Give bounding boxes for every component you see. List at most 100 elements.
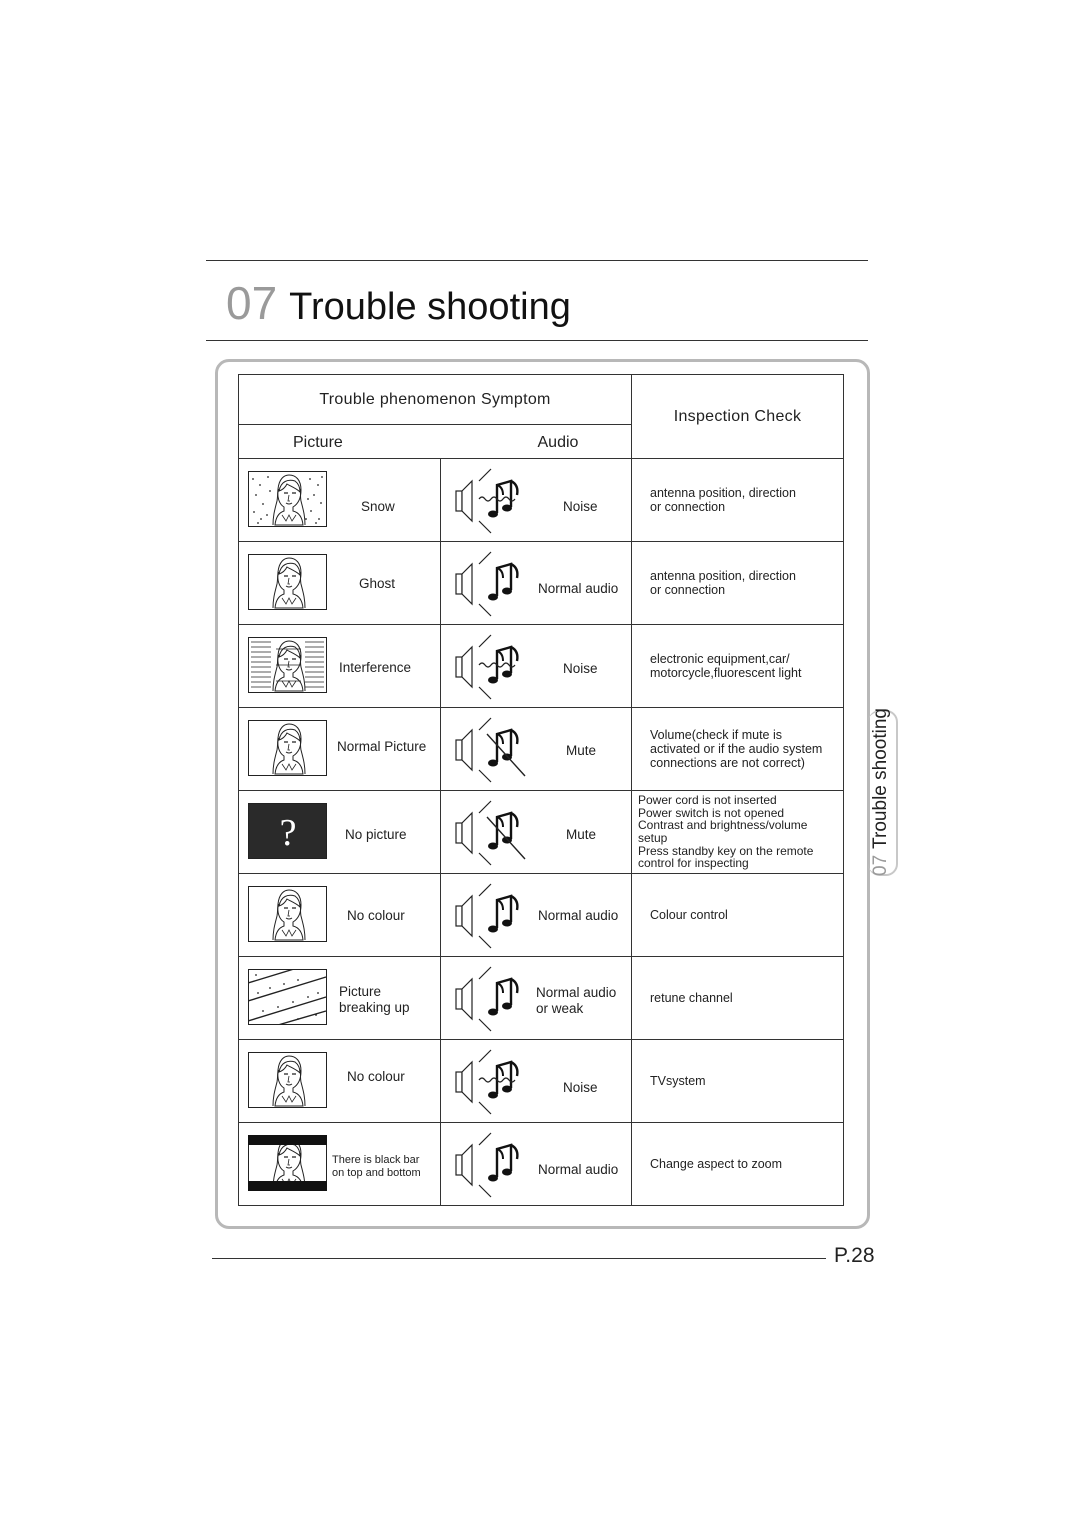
inspection-cell: TVsystem (631, 1039, 844, 1123)
audio-cell: Noise (440, 1039, 632, 1123)
table-row: Snow Noise antenna position, direction o… (238, 458, 844, 542)
audio-header: Audio (537, 434, 579, 451)
table-row: Picture breaking up Normal audio or weak… (238, 956, 844, 1040)
inspection-text: Colour control (650, 908, 728, 922)
inspection-text: electronic equipment,car/ motorcycle,flu… (650, 652, 802, 680)
speaker-mute-icon (455, 717, 526, 783)
no-picture-screen-icon: ? (248, 803, 327, 859)
symptom-header: Trouble phenomenon Symptom (238, 374, 632, 425)
audio-symptom: Normal audio (538, 908, 619, 923)
table-row: ? No picture Mute Power cord is not inse… (238, 790, 844, 874)
inspection-text: TVsystem (650, 1074, 706, 1088)
table-row: Ghost Normal audio antenna position, dir… (238, 541, 844, 625)
picture-cell: Normal Picture (238, 707, 441, 791)
picture-symptom: No colour (347, 1069, 405, 1084)
inspection-text: Power cord is not inserted Power switch … (638, 792, 814, 871)
inspection-text: antenna position, direction or connectio… (650, 569, 796, 597)
normal-screen-icon (248, 886, 327, 942)
audio-symptom: Mute (566, 743, 597, 758)
picture-cell: Picture breaking up (238, 956, 441, 1040)
speaker-mute-icon (455, 800, 526, 866)
picture-symptom-text: There is black bar on top and bottom (332, 1154, 421, 1179)
picture-header: Picture (293, 434, 343, 451)
inspection-cell: electronic equipment,car/ motorcycle,flu… (631, 624, 844, 708)
speaker-noise-icon (455, 634, 519, 700)
audio-cell: Normal audio or weak (440, 956, 632, 1040)
letterbox-screen-icon (248, 1135, 327, 1191)
title-rule (206, 340, 868, 341)
audio-cell: Noise (440, 458, 632, 542)
picture-cell: No colour (238, 1039, 441, 1123)
ghost-screen-icon (248, 554, 327, 610)
audio-symptom-text: Normal audio or weak (536, 985, 617, 1016)
audio-cell: Normal audio (440, 541, 632, 625)
speaker-noise-icon (455, 468, 519, 534)
breaking-screen-icon (248, 969, 327, 1025)
trouble-table: Trouble phenomenon Symptom Inspection Ch… (238, 374, 844, 1206)
audio-symptom: Noise (563, 499, 598, 514)
picture-symptom: No colour (347, 908, 405, 923)
audio-symptom: Mute (566, 827, 597, 842)
audio-cell: Mute (440, 790, 632, 874)
picture-symptom: Picture breaking up (339, 984, 410, 1016)
side-tab-text: Trouble shooting (870, 708, 891, 849)
audio-symptom: Normal audio (538, 1162, 619, 1177)
audio-header-cell: Audio (440, 424, 632, 459)
inspection-text: antenna position, direction or connectio… (650, 486, 796, 514)
page-number: P.28 (834, 1244, 875, 1267)
audio-cell: Mute (440, 707, 632, 791)
picture-cell: Snow (238, 458, 441, 542)
table-row: No colour Noise TVsystem (238, 1039, 844, 1123)
normal-screen-icon (248, 720, 327, 776)
audio-cell: Noise (440, 624, 632, 708)
inspection-text: retune channel (650, 991, 733, 1005)
picture-symptom: Snow (361, 499, 395, 514)
picture-symptom-text: Picture breaking up (339, 984, 410, 1015)
picture-symptom: Ghost (359, 576, 396, 591)
inspection-cell: retune channel (631, 956, 844, 1040)
inspection-text: Volume(check if mute is activated or if … (650, 728, 823, 770)
picture-cell: Ghost (238, 541, 441, 625)
audio-symptom: Noise (563, 1080, 598, 1095)
side-tab-number: 07 (870, 854, 891, 876)
table-row: No colour Normal audio Colour control (238, 873, 844, 957)
picture-symptom: There is black bar on top and bottom (332, 1154, 421, 1180)
audio-symptom: Normal audio (538, 581, 619, 596)
picture-symptom: Normal Picture (337, 739, 427, 754)
picture-symptom: No picture (345, 827, 407, 842)
inspection-cell: Colour control (631, 873, 844, 957)
picture-symptom: Interference (339, 660, 412, 675)
inspection-cell: antenna position, direction or connectio… (631, 541, 844, 625)
picture-cell: No colour (238, 873, 441, 957)
picture-cell: ? No picture (238, 790, 441, 874)
audio-symptom: Noise (563, 661, 598, 676)
speaker-noise-icon (455, 1049, 519, 1115)
inspection-cell: Power cord is not inserted Power switch … (631, 790, 844, 874)
audio-cell: Normal audio (440, 1122, 632, 1206)
snow-screen-icon (248, 471, 327, 527)
table-frame (215, 359, 870, 1229)
section-title: Trouble shooting (289, 286, 571, 328)
side-tab (868, 710, 898, 876)
normal-screen-icon (248, 1052, 327, 1108)
inspection-text: Change aspect to zoom (650, 1157, 783, 1171)
audio-cell: Normal audio (440, 873, 632, 957)
page-title: 07 Trouble shooting (226, 276, 571, 330)
top-rule (206, 260, 868, 261)
side-tab-label: 07 Trouble shooting (870, 708, 892, 876)
inspection-header: Inspection Check (631, 374, 844, 459)
section-number: 07 (226, 277, 278, 329)
table-row: Normal Picture Mute Volume(check if mute… (238, 707, 844, 791)
inspection-cell: Change aspect to zoom (631, 1122, 844, 1206)
interference-screen-icon (248, 637, 327, 693)
table-row: There is black bar on top and bottom Nor… (238, 1122, 844, 1206)
table-row: Interference Noise electronic equipment,… (238, 624, 844, 708)
picture-header-cell: Picture (238, 424, 441, 459)
inspection-cell: Volume(check if mute is activated or if … (631, 707, 844, 791)
audio-symptom: Normal audio or weak (536, 985, 616, 1017)
question-mark: ? (280, 812, 297, 854)
inspection-cell: antenna position, direction or connectio… (631, 458, 844, 542)
picture-cell: Interference (238, 624, 441, 708)
picture-cell: There is black bar on top and bottom (238, 1122, 441, 1206)
footer-rule (212, 1258, 826, 1259)
